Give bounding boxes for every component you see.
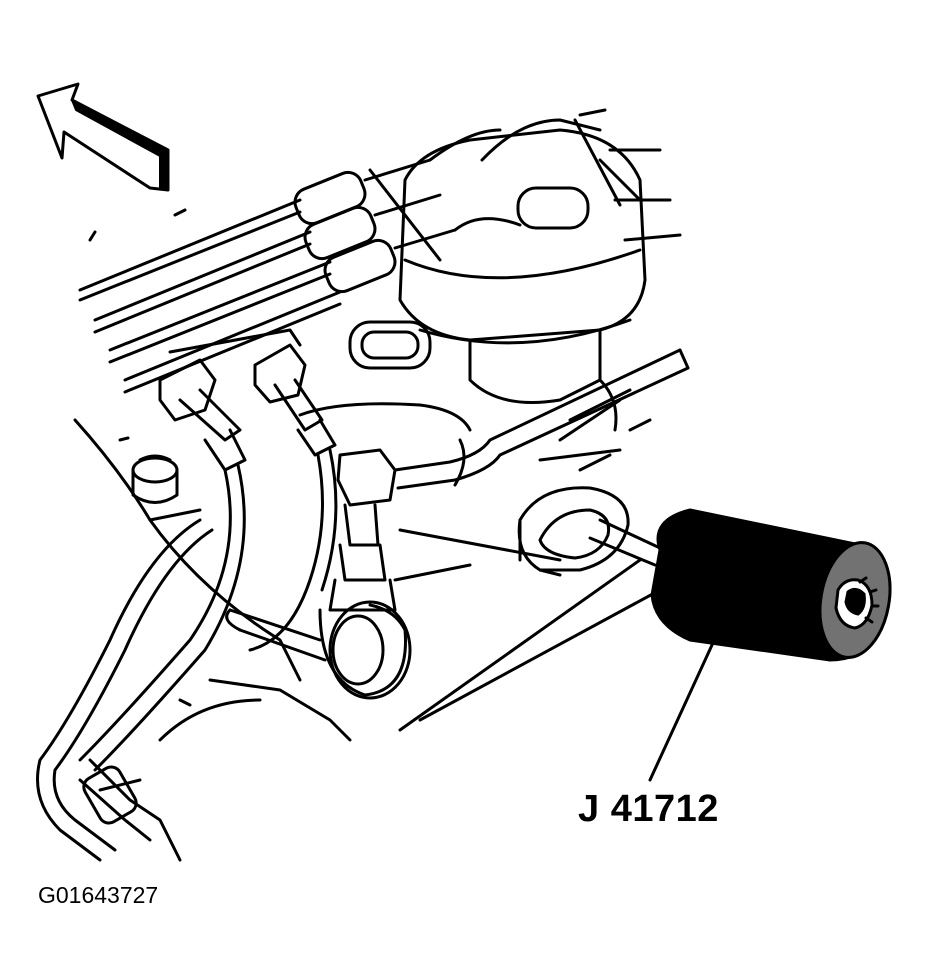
spark-plug-wires xyxy=(78,158,457,394)
line-clamp xyxy=(517,486,630,577)
fuel-line-fittings xyxy=(158,328,337,472)
tool-label: J 41712 xyxy=(578,788,719,830)
engine-block-outline xyxy=(73,378,662,742)
tool-leader-line xyxy=(648,643,714,782)
tool-cylinder xyxy=(650,508,892,662)
fuel-lines xyxy=(36,448,338,862)
gauge-hose xyxy=(588,518,662,567)
tee-fitting xyxy=(298,348,690,612)
figure-id: G01643727 xyxy=(38,882,159,908)
distributor-cap xyxy=(368,108,682,404)
electrical-connector xyxy=(348,320,432,370)
arrow-up-left-icon xyxy=(36,82,170,192)
